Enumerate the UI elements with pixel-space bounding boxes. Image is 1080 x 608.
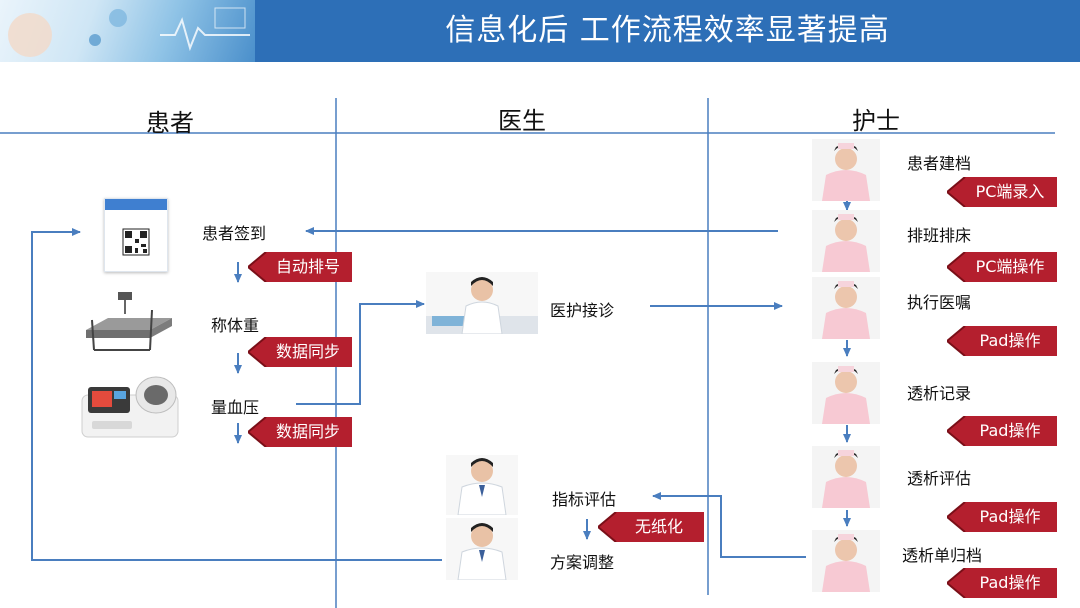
column-title-doctor: 医生 <box>498 101 546 136</box>
nurse-step-tag: PC端操作 <box>947 252 1057 282</box>
nurse-step-label: 排班排床 <box>907 222 971 246</box>
label-weigh: 称体重 <box>211 312 259 336</box>
nurse-step-label: 执行医嘱 <box>907 289 971 313</box>
tag-auto-queue: 自动排号 <box>248 252 352 282</box>
label-adjust: 方案调整 <box>550 549 614 573</box>
nurse-photo <box>812 210 880 272</box>
nurse-step-tag: Pad操作 <box>947 502 1057 532</box>
blood-pressure-monitor-icon <box>78 365 182 445</box>
label-checkin: 患者签到 <box>202 220 266 244</box>
nurse-photo <box>812 277 880 339</box>
column-title-nurse: 护士 <box>852 101 900 136</box>
nurse-photo <box>812 362 880 424</box>
column-title-patient: 患者 <box>146 103 194 138</box>
qr-code-icon <box>104 198 168 272</box>
nurse-photo <box>812 446 880 508</box>
doctor-photo-consult <box>426 272 538 334</box>
doctor-photo-evaluate <box>446 455 518 515</box>
nurse-step-tag: Pad操作 <box>947 416 1057 446</box>
nurse-step-tag: Pad操作 <box>947 568 1057 598</box>
label-consult: 医护接诊 <box>550 297 614 321</box>
label-bp: 量血压 <box>211 394 259 418</box>
nurse-step-label: 透析单归档 <box>902 542 982 566</box>
tag-paperless: 无纸化 <box>598 512 704 542</box>
nurse-step-label: 透析记录 <box>907 380 971 404</box>
tag-sync-bp: 数据同步 <box>248 417 352 447</box>
nurse-step-tag: PC端录入 <box>947 177 1057 207</box>
nurse-photo <box>812 530 880 592</box>
doctor-photo-adjust <box>446 518 518 580</box>
wheelchair-scale-icon <box>80 290 175 360</box>
label-evaluate: 指标评估 <box>552 486 616 510</box>
nurse-step-label: 患者建档 <box>907 150 971 174</box>
nurse-step-tag: Pad操作 <box>947 326 1057 356</box>
tag-sync-weight: 数据同步 <box>248 337 352 367</box>
nurse-photo <box>812 139 880 201</box>
nurse-step-label: 透析评估 <box>907 465 971 489</box>
